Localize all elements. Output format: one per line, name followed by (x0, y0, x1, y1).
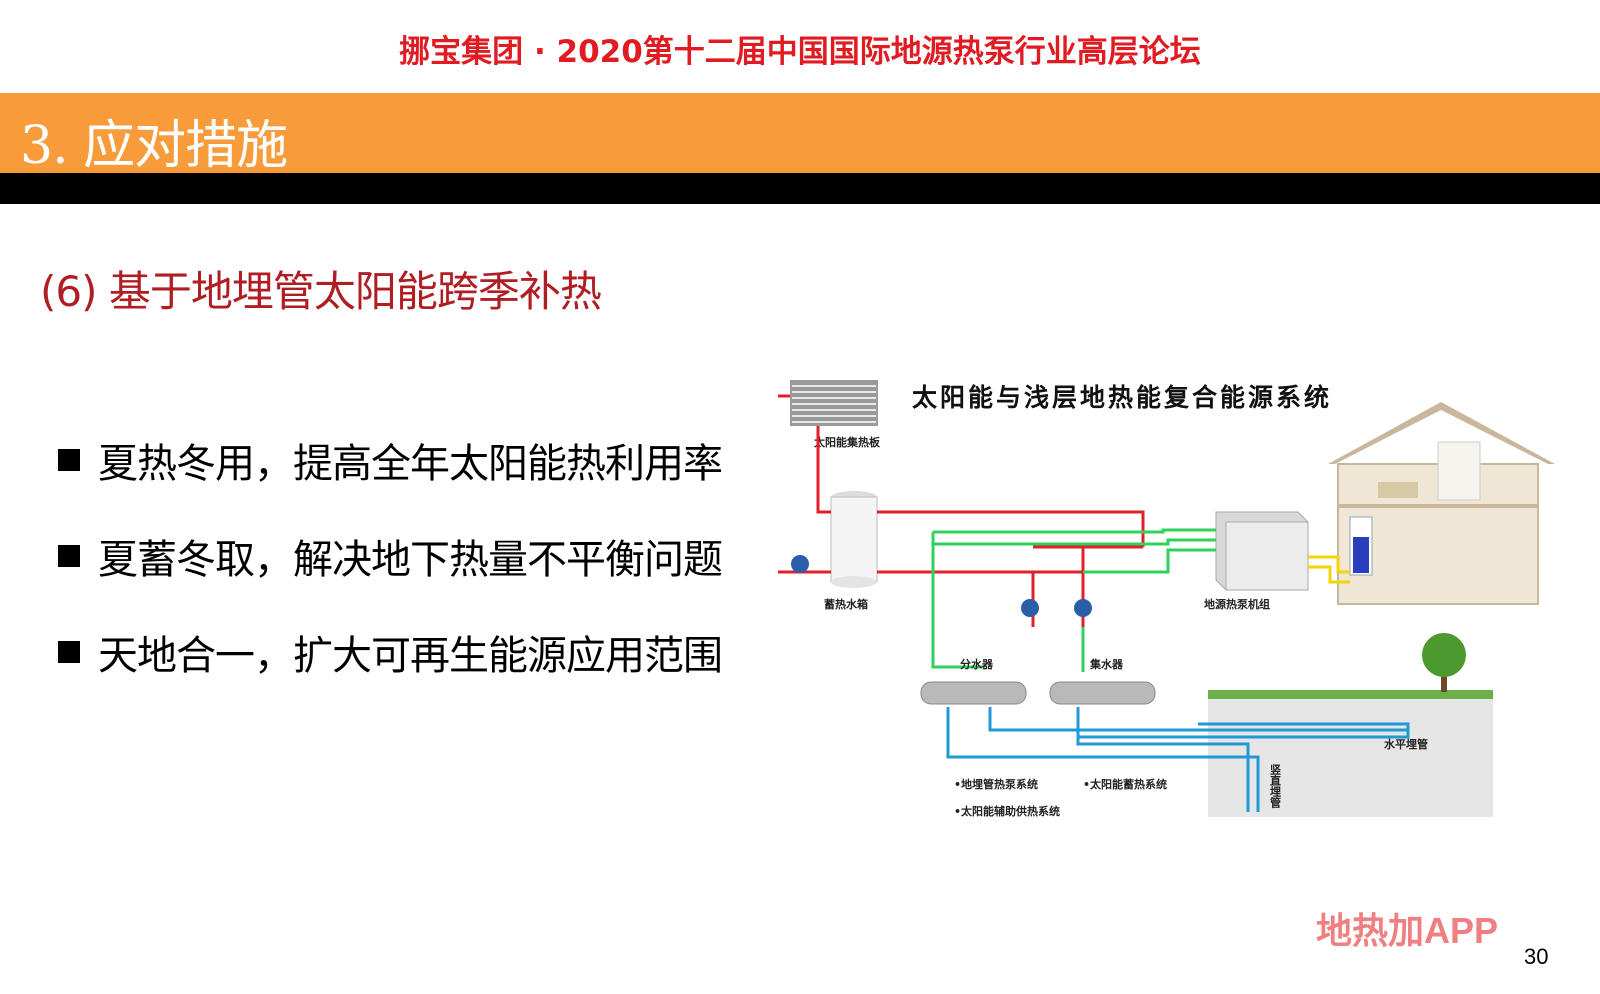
bullet-list: 夏热冬用，提高全年太阳能热利用率 夏蓄冬取，解决地下热量不平衡问题 天地合一，扩… (58, 412, 723, 700)
square-bullet-icon (58, 641, 80, 663)
tank-label: 蓄热水箱 (824, 597, 868, 611)
green-pipe (931, 532, 983, 669)
section-bar (0, 93, 1600, 173)
slide-subtitle: (6) 基于地埋管太阳能跨季补热 (40, 267, 602, 316)
watermark: 地热加APP (1316, 910, 1499, 951)
horizontal-pipe-label: 水平埋管 (1384, 737, 1428, 751)
legend-item: •地埋管热泵系统 (954, 777, 1038, 791)
tree-icon (1422, 633, 1466, 677)
ground-pipe (1076, 707, 1250, 812)
square-bullet-icon (58, 449, 80, 471)
distributor-label: 分水器 (960, 657, 994, 671)
pump-icon (791, 555, 809, 573)
bullet-text: 天地合一，扩大可再生能源应用范围 (98, 633, 723, 679)
system-diagram: 太阳能集热板 蓄热水箱 地源热泵机组 (778, 380, 1555, 818)
heat-pump-icon (1215, 511, 1309, 591)
bullet-item: 夏热冬用，提高全年太阳能热利用率 (58, 412, 723, 508)
hot-pipe (877, 510, 1145, 547)
solar-collector-icon (790, 380, 878, 426)
green-pipe (1083, 548, 1216, 574)
legend-item: •太阳能辅助供热系统 (954, 804, 1060, 818)
vertical-pipe-label: 竖直埋管 (1269, 763, 1282, 809)
collector-label: 太阳能集热板 (813, 435, 881, 449)
ground-pipe (988, 707, 1408, 732)
pump-icon (1074, 599, 1092, 617)
pump-icon (1021, 599, 1039, 617)
collector-manifold (1049, 681, 1156, 705)
legend-item: •太阳能蓄热系统 (1083, 777, 1167, 791)
green-pipe (933, 528, 1216, 534)
bullet-item: 天地合一，扩大可再生能源应用范围 (58, 604, 723, 700)
yellow-pipe (1308, 555, 1350, 574)
divider-bar (0, 173, 1600, 204)
ground-pipe (1078, 722, 1410, 739)
square-bullet-icon (58, 545, 80, 567)
house-icon (1328, 402, 1555, 605)
grass-strip (1208, 690, 1493, 699)
collector-manifold-label: 集水器 (1089, 657, 1124, 671)
storage-tank-icon (830, 491, 878, 588)
distributor-manifold (920, 681, 1027, 705)
bullet-text: 夏热冬用，提高全年太阳能热利用率 (98, 441, 723, 487)
ground-pipe (946, 707, 1260, 812)
section-title: 3. 应对措施 (20, 116, 288, 176)
diagram-title: 太阳能与浅层地热能复合能源系统 (912, 383, 1333, 412)
green-pipe (933, 538, 1216, 546)
bullet-text: 夏蓄冬取，解决地下热量不平衡问题 (98, 537, 723, 583)
forum-title: 挪宝集团 · 2020第十二届中国国际地源热泵行业高层论坛 (399, 34, 1201, 70)
page-number: 30 (1524, 944, 1549, 969)
heat-pump-label: 地源热泵机组 (1204, 597, 1270, 611)
bullet-item: 夏蓄冬取，解决地下热量不平衡问题 (58, 508, 723, 604)
hot-pipe (816, 426, 831, 514)
yellow-pipe (1308, 565, 1350, 584)
